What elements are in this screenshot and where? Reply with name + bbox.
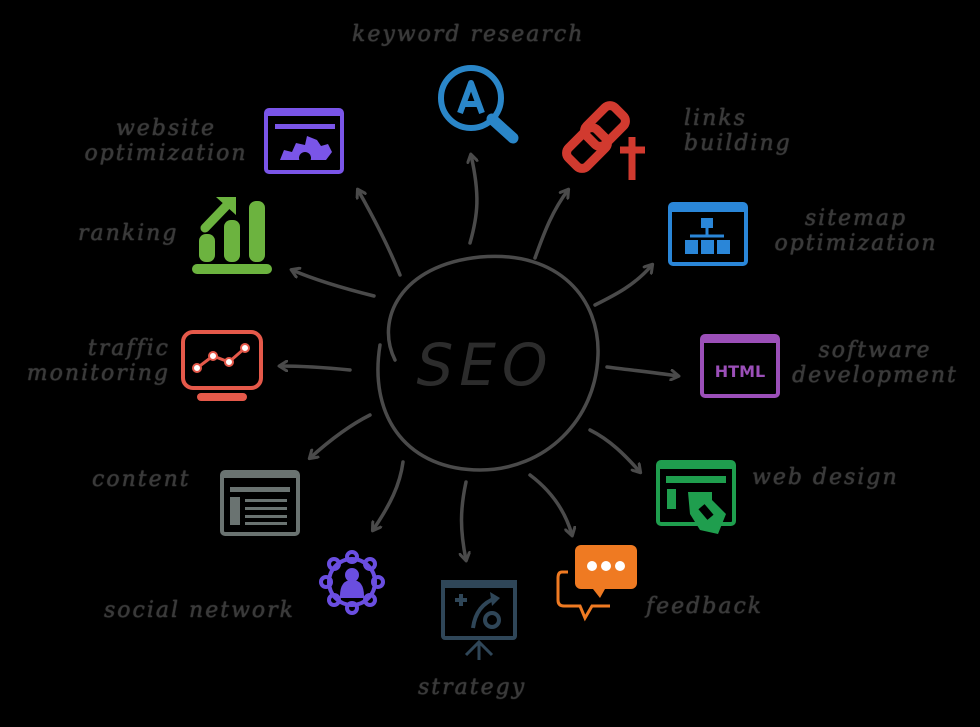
label-software-development: software development [790,338,960,388]
arrow-ranking [292,270,376,298]
chain-link-plus-icon [562,101,645,180]
arrow-software-dev [605,365,678,376]
sitemap-window-icon [668,202,748,266]
bar-chart-up-icon [192,197,272,274]
label-line: development [792,363,958,388]
label-sitemap-optimization: sitemap optimization [766,206,946,256]
seo-circle [376,254,600,472]
label-keyword-research: keyword research [352,22,585,47]
label-line: sitemap [804,206,908,231]
content-window-icon [220,470,300,536]
social-network-icon [319,550,385,615]
arrows [280,155,678,560]
label-line: monitoring [26,361,170,386]
arrow-social [373,460,405,530]
label-traffic-monitoring: traffic monitoring [10,336,170,386]
chat-bubbles-icon [556,545,637,622]
label-content: content [92,467,191,492]
label-line: software [818,338,932,363]
label-line: traffic [87,336,170,361]
web-design-brush-icon [656,460,736,534]
monitor-graph-icon [181,330,263,401]
arrow-strategy [462,480,467,560]
arrow-content [310,413,372,458]
label-line: website [115,116,217,141]
label-social-network: social network [104,598,295,623]
label-links-building: links building [684,106,792,156]
label-line: building [684,131,792,156]
label-line: optimization [774,231,938,256]
window-gear-icon [264,108,344,174]
arrow-links-building [533,190,568,260]
strategy-board-icon [441,580,517,660]
center-label: SEO [416,331,553,399]
arrow-web-design [588,428,640,472]
label-strategy: strategy [418,675,527,700]
label-line: optimization [84,141,248,166]
label-ranking: ranking [78,221,179,246]
svg-text:HTML: HTML [715,362,765,381]
arrow-sitemap [593,265,652,307]
arrow-traffic [280,366,352,370]
arrow-website-opt [358,190,402,277]
label-web-design: web design [752,465,899,490]
arrow-keyword-research [470,155,479,245]
arrow-feedback [528,473,572,535]
label-feedback: feedback [646,594,764,619]
label-website-optimization: website optimization [76,116,256,166]
html-window-icon: HTML [700,334,780,398]
magnifier-a-icon [438,65,519,144]
label-line: links [684,106,747,131]
